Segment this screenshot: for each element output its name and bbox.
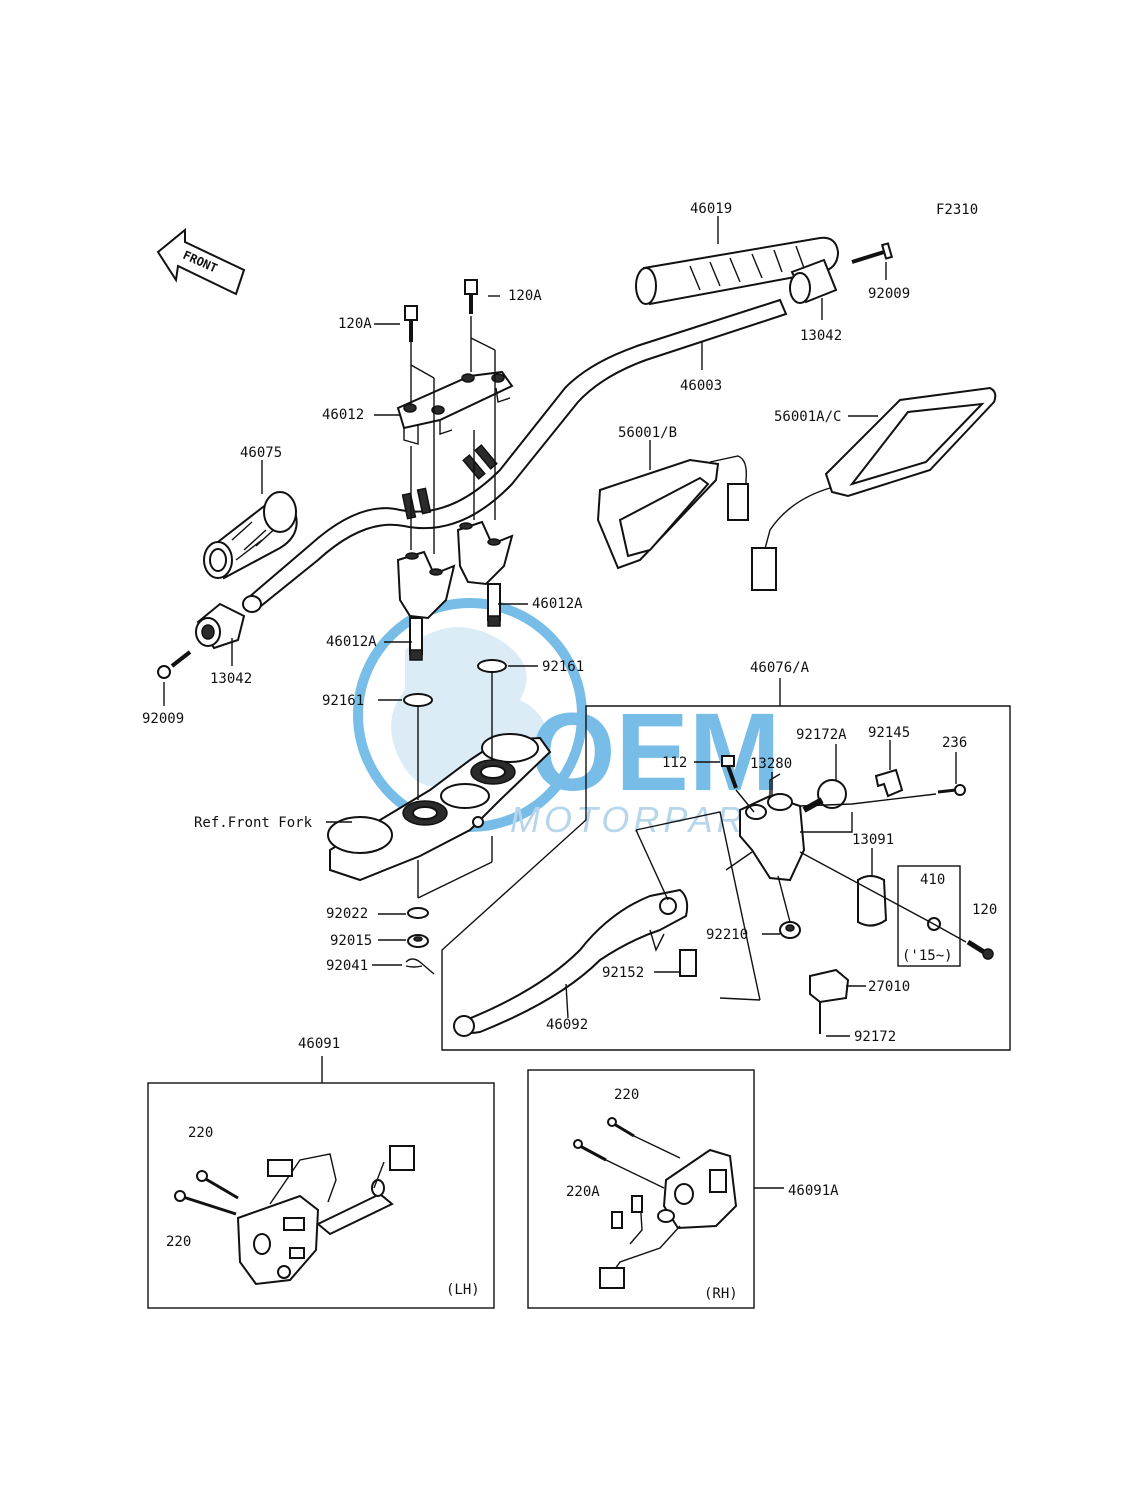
label-220-lh-bottom: 220 (166, 1234, 191, 1250)
label-120a-right: 120A (508, 288, 542, 304)
right-bar-end-weight (789, 258, 838, 304)
label-15-variant: ('15~) (902, 948, 953, 964)
label-46012a-left: 46012A (326, 634, 377, 650)
screw-236 (937, 784, 966, 796)
label-rh: (RH) (704, 1286, 738, 1302)
label-46076a: 46076/A (750, 660, 810, 676)
label-120a-left: 120A (338, 316, 372, 332)
label-46019: 46019 (690, 201, 732, 217)
label-220-lh-top: 220 (188, 1125, 213, 1141)
label-46012a-right: 46012A (532, 596, 583, 612)
lower-handlebar-holder-left (396, 550, 456, 661)
washer-92161-right (477, 659, 507, 673)
label-112: 112 (662, 755, 687, 771)
label-13042-left: 13042 (210, 671, 252, 687)
label-92172: 92172 (854, 1029, 896, 1045)
assembly-lines-left (410, 316, 496, 899)
label-46003: 46003 (680, 378, 722, 394)
label-92172a: 92172A (796, 727, 847, 743)
label-46092: 46092 (546, 1017, 588, 1033)
label-92041: 92041 (326, 958, 368, 974)
label-92009-right: 92009 (868, 286, 910, 302)
washer-92161-left (403, 693, 433, 707)
handlebar (242, 298, 788, 613)
label-92152: 92152 (602, 965, 644, 981)
label-92015: 92015 (330, 933, 372, 949)
label-46091: 46091 (298, 1036, 340, 1052)
cotter-pin-92041 (405, 958, 435, 975)
label-92145: 92145 (868, 725, 910, 741)
label-92009-left: 92009 (142, 711, 184, 727)
label-220-rh: 220 (614, 1087, 639, 1103)
box-15-variant (897, 865, 961, 967)
front-arrow-icon: FRONT (156, 227, 246, 296)
label-92161-right: 92161 (542, 659, 584, 675)
right-handlebar-switch (573, 1117, 738, 1289)
nut-92015 (407, 934, 429, 948)
rh-switch-box (527, 1069, 755, 1309)
bolt-120a-right (464, 279, 478, 314)
label-92161-left: 92161 (322, 693, 364, 709)
left-mirror (596, 455, 749, 570)
bolt-112 (721, 755, 738, 789)
label-13280: 13280 (750, 756, 792, 772)
left-bar-end-screw (157, 650, 192, 679)
brake-lever-46092 (453, 888, 689, 1037)
nut-92210 (779, 921, 801, 939)
clip-92145 (874, 768, 904, 798)
left-bar-end-weight (195, 602, 246, 650)
label-27010: 27010 (868, 979, 910, 995)
lever-holder-13280 (739, 773, 806, 882)
label-120: 120 (972, 902, 997, 918)
bolt-120 (966, 939, 994, 960)
label-13091: 13091 (852, 832, 894, 848)
assembly-lines-lever (635, 789, 967, 1001)
lever-assembly-box (441, 705, 1011, 1051)
label-236: 236 (942, 735, 967, 751)
left-handlebar-switch (174, 1145, 415, 1286)
part-labels: 46019 92009 13042 46003 120A 120A 46012 … (142, 201, 997, 1302)
oem-watermark-logo: OEM MOTORPARTS (353, 598, 796, 840)
upper-handlebar-holder (396, 370, 514, 445)
washer-92022 (407, 907, 429, 919)
label-ref-front-fork: Ref.Front Fork (194, 815, 313, 831)
label-56001b: 56001/B (618, 425, 677, 441)
leader-lines (163, 216, 957, 1037)
switch-27010 (809, 968, 850, 1034)
label-410: 410 (920, 872, 945, 888)
right-mirror (751, 386, 997, 591)
label-46075: 46075 (240, 445, 282, 461)
label-lh: (LH) (446, 1282, 480, 1298)
label-13042-right: 13042 (800, 328, 842, 344)
upper-triple-clamp (327, 733, 552, 882)
diagram-code: F2310 (936, 202, 978, 218)
left-grip (203, 491, 298, 580)
label-46091a: 46091A (788, 1183, 839, 1199)
collar-92152 (679, 949, 697, 977)
clamp-13091 (857, 875, 888, 927)
lh-switch-box (147, 1082, 495, 1309)
right-bar-end-screw (851, 242, 894, 264)
bolt-120a-left (404, 305, 418, 342)
label-46012: 46012 (322, 407, 364, 423)
label-56001ac: 56001A/C (774, 409, 841, 425)
label-92210: 92210 (706, 927, 748, 943)
lower-handlebar-holder-right (456, 520, 514, 627)
watermark-brand: OEM (530, 691, 781, 814)
label-92022: 92022 (326, 906, 368, 922)
label-220a-rh: 220A (566, 1184, 600, 1200)
